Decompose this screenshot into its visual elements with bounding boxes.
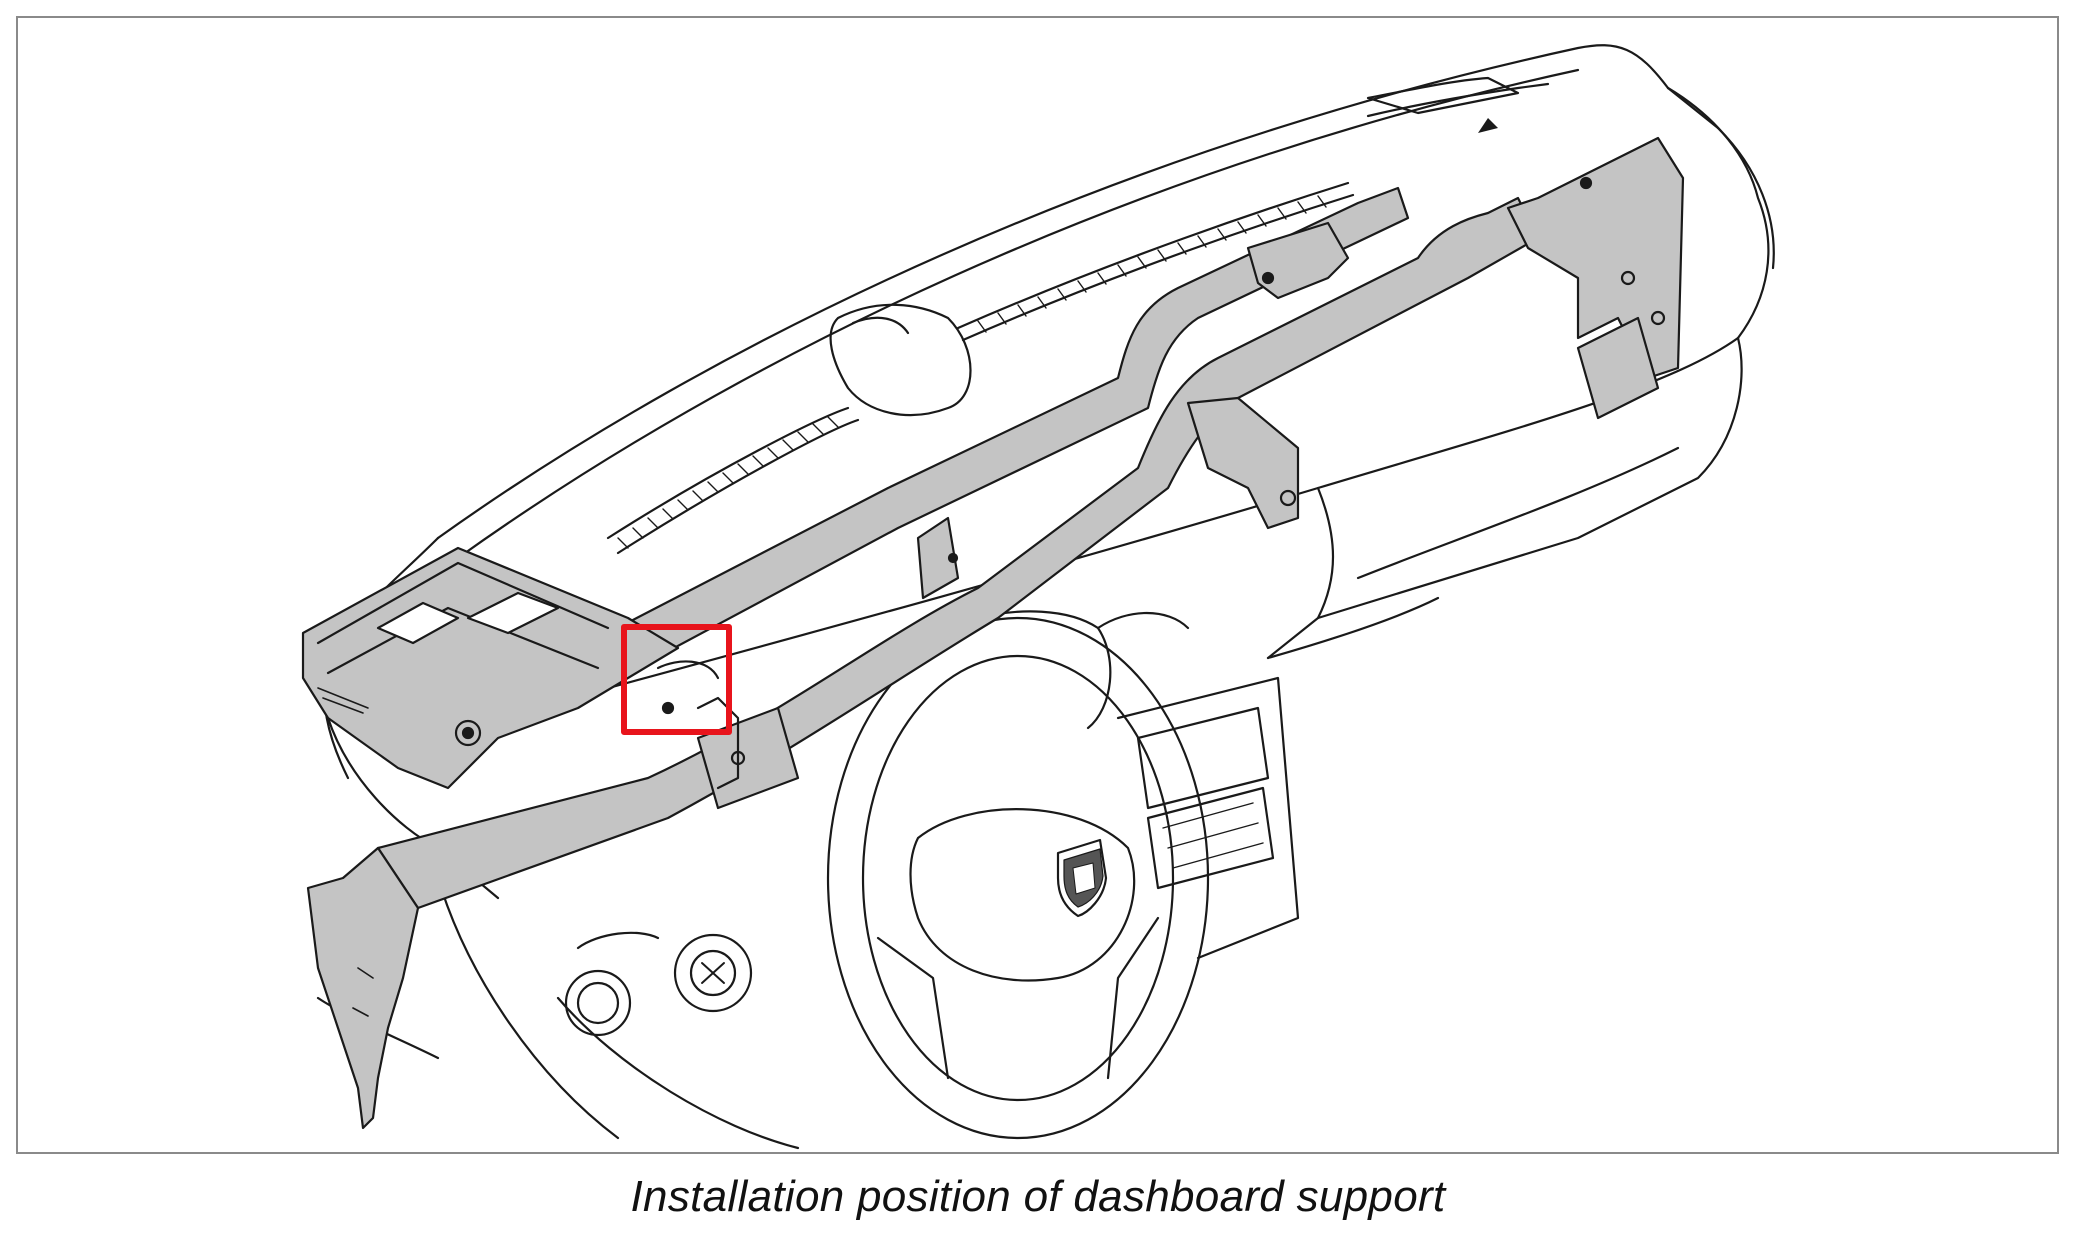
figure-caption: Installation position of dashboard suppo…	[630, 1172, 1446, 1221]
dashboard-support-illustration	[301, 44, 1775, 1150]
porsche-crest-logo	[1056, 838, 1108, 918]
dashboard-support-beam	[301, 136, 1685, 1130]
steering-wheel	[826, 616, 1210, 1140]
figure-frame	[16, 16, 2059, 1154]
support-beam-details	[317, 176, 1666, 1017]
installation-position-highlight	[621, 624, 732, 735]
